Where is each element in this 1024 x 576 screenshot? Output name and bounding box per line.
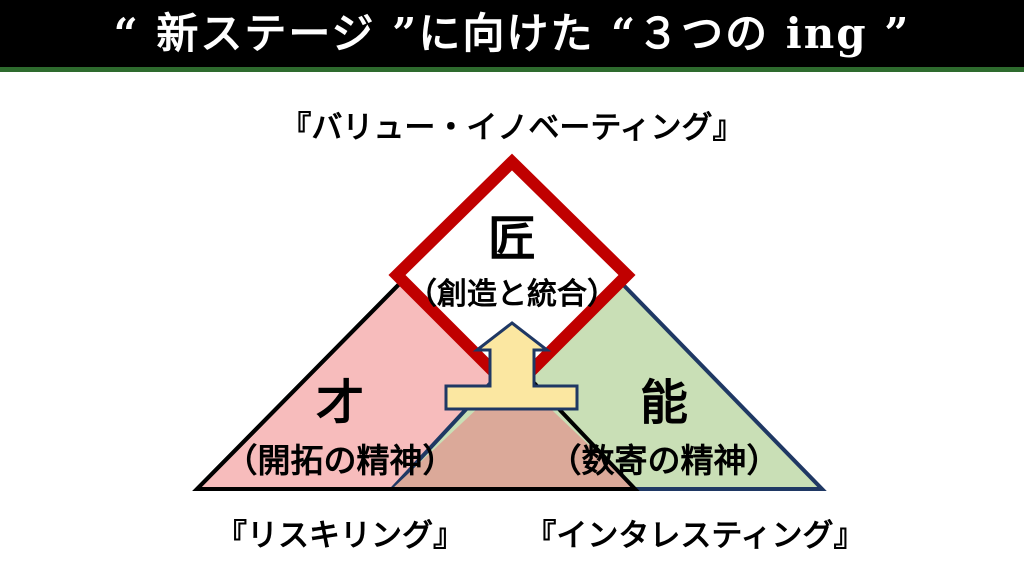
right-node-subtitle: （数寄の精神）: [549, 441, 780, 480]
top-node-heading: 匠: [488, 211, 536, 267]
left-node-subtitle: （開拓の精神）: [225, 441, 456, 480]
page-title: “ 新ステージ ”に向けた “３つの ing ”: [113, 9, 911, 58]
label-value-innovating: 『バリュー・イノベーティング』: [280, 110, 744, 146]
title-bar: “ 新ステージ ”に向けた “３つの ing ”: [0, 0, 1024, 72]
up-arrow-icon: [444, 321, 579, 411]
top-node-subtitle: （創造と統合）: [407, 277, 617, 312]
label-interesting: 『インタレスティング』: [525, 518, 865, 554]
label-reskilling: 『リスキリング』: [216, 518, 464, 554]
left-node-heading: 才: [316, 375, 364, 431]
right-node-heading: 能: [640, 375, 688, 431]
overlap-region: [392, 374, 635, 489]
